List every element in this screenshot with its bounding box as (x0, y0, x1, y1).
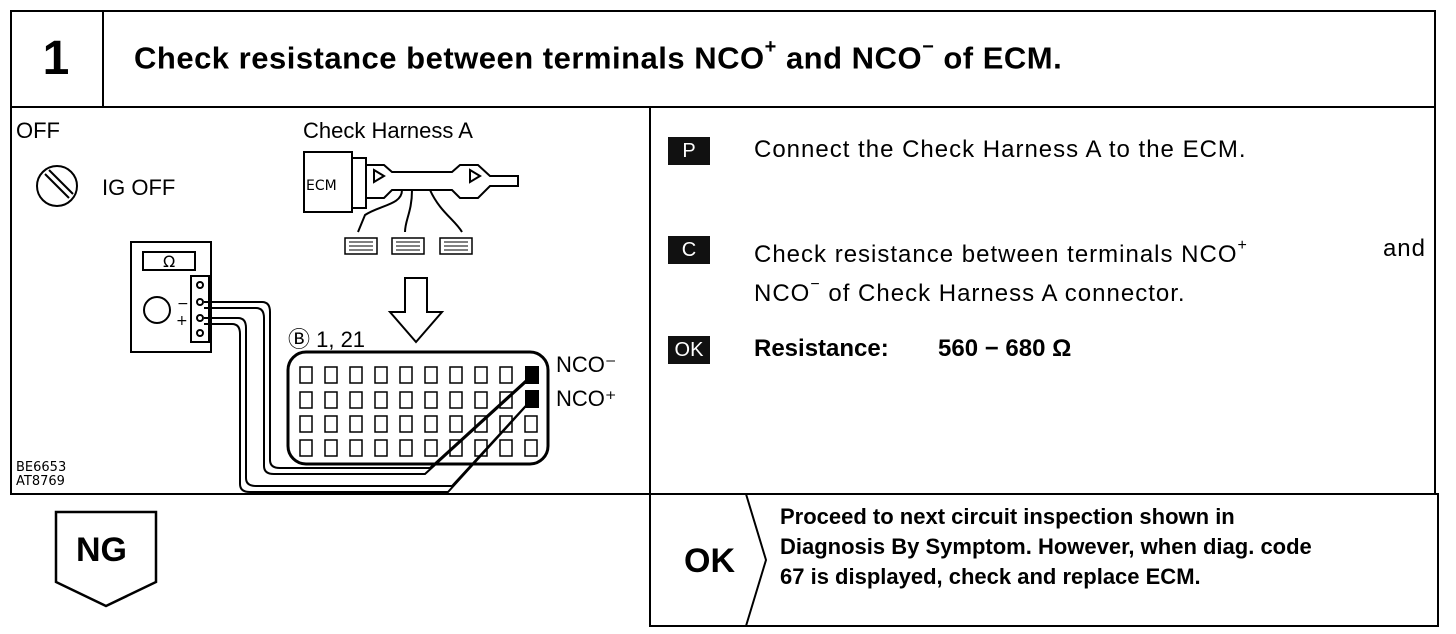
figure-code-1: BE6653 (16, 460, 67, 475)
harness-icon (357, 164, 519, 233)
meter-minus: − (177, 296, 189, 312)
resistance-value: 560 − 680 Ω (938, 335, 1072, 362)
ok-result-text: Proceed to next circuit inspection shown… (780, 504, 1312, 589)
ecm-text: ECM (306, 178, 337, 194)
ng-result-shape (54, 510, 158, 608)
ohm-text: Ω (163, 252, 175, 271)
ok-badge: OK (668, 336, 710, 364)
ohmmeter-icon (130, 241, 212, 353)
nco-minus-pin (525, 366, 539, 384)
meter-plus: + (176, 313, 188, 329)
c-instruction: Check resistance between terminals NCO+ … (754, 235, 1426, 307)
p-badge: P (668, 137, 710, 165)
nco-plus-pin (525, 390, 539, 408)
nco-plus-label: NCO⁺ (556, 386, 617, 411)
ignition-switch-icon (36, 165, 78, 207)
step-title: Check resistance between terminals NCO+ … (134, 36, 1063, 76)
ig-off-label: IG OFF (102, 175, 176, 200)
ok-result-box (649, 493, 1439, 627)
connector-pins (299, 366, 538, 457)
down-arrow-icon (387, 277, 445, 344)
connector-label: Ⓑ 1, 21 (288, 327, 366, 352)
test-leads (204, 301, 534, 493)
off-label: OFF (16, 118, 60, 143)
ok-label: OK (684, 542, 735, 580)
p-instruction: Connect the Check Harness A to the ECM. (754, 136, 1247, 163)
ng-label: NG (76, 531, 127, 569)
harness-label: Check Harness A (303, 118, 473, 143)
ecm-connector (286, 350, 550, 466)
wiring-diagram: ECM Ω − + (36, 151, 550, 493)
step-number: 1 (10, 10, 104, 106)
resistance-label: Resistance: (754, 335, 889, 362)
nco-minus-label: NCO⁻ (556, 352, 617, 377)
c-badge: C (668, 236, 710, 264)
ecm-box (303, 151, 367, 213)
figure-code-2: AT8769 (16, 474, 65, 489)
